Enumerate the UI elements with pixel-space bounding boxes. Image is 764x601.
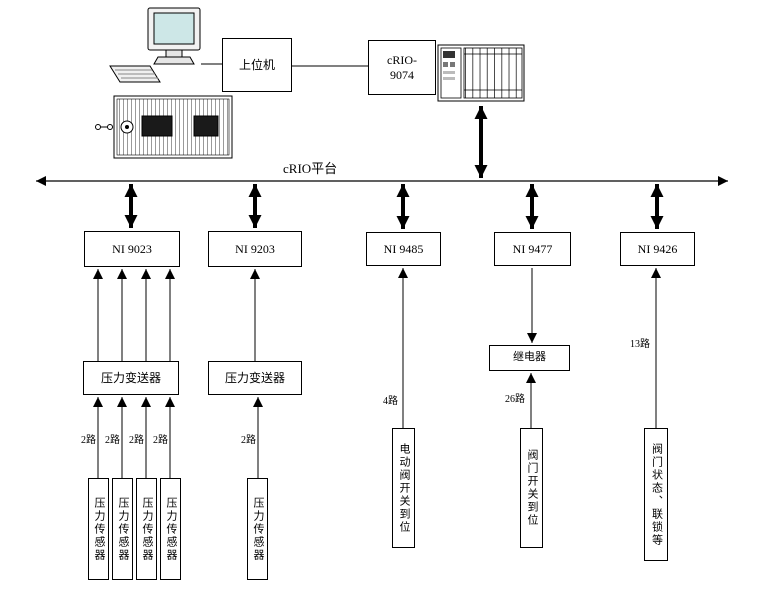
server-icon [94, 94, 234, 160]
module-box-ni9426: NI 9426 [620, 232, 695, 266]
pressure-sensor-box: 压力传感器 [160, 478, 181, 580]
channel-count-label: 26路 [505, 394, 525, 405]
module-box-ni9477: NI 9477 [494, 232, 571, 266]
channel-count-label: 2路 [241, 435, 256, 446]
pressure-sensor-box: 压力传感器 [136, 478, 157, 580]
module-box-ni9485: NI 9485 [366, 232, 441, 266]
channel-count-label: 2路 [105, 435, 120, 446]
pressure-transmitter-box: 压力变送器 [83, 361, 179, 395]
channel-count-label: 13路 [630, 339, 650, 350]
crio-controller-box: cRIO- 9074 [368, 40, 436, 95]
crio-chassis-icon [437, 44, 525, 102]
pressure-sensor-box: 压力传感器 [88, 478, 109, 580]
valve-switch-status-box: 阀门开关到位 [520, 428, 543, 548]
pressure-sensor-box: 压力传感器 [112, 478, 133, 580]
channel-count-label: 2路 [153, 435, 168, 446]
channel-count-label: 2路 [129, 435, 144, 446]
module-box-ni9203: NI 9203 [208, 231, 302, 267]
host-computer-box: 上位机 [222, 38, 292, 92]
channel-count-label: 2路 [81, 435, 96, 446]
valve-status-interlock-box: 阀门状态、联锁等 [644, 428, 668, 561]
module-box-ni9023: NI 9023 [84, 231, 180, 267]
channel-count-label: 4路 [383, 396, 398, 407]
desktop-computer-icon [108, 6, 208, 90]
pressure-transmitter-box: 压力变送器 [208, 361, 302, 395]
motor-valve-switch-status-box: 电动阀开关到位 [392, 428, 415, 548]
pressure-sensor-box: 压力传感器 [247, 478, 268, 580]
bus-platform-label: cRIO平台 [283, 161, 338, 176]
relay-box: 继电器 [489, 345, 570, 371]
